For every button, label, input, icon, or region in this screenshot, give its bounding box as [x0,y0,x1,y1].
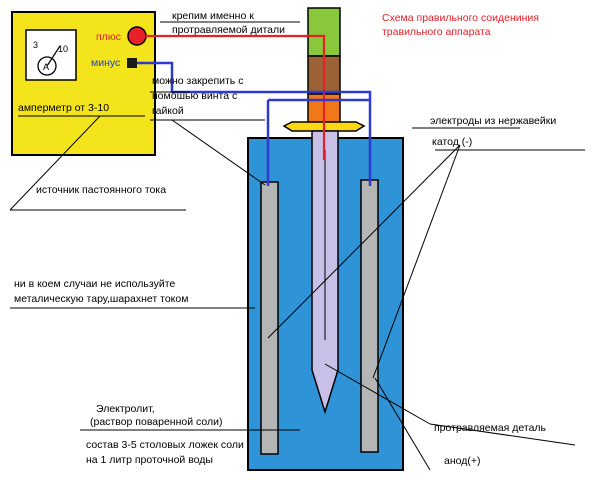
attach-part-label-2: протравляемой дитали [172,24,285,36]
attach-screw-label-1: можно закрепить с [152,75,243,87]
plus-terminal [127,26,147,46]
electrolyte-label-2: (раствор поваренной соли) [90,416,222,428]
electrode-right [360,179,379,453]
workpiece-label: протравляемая деталь [434,422,547,434]
attach-screw-label-3: гайкой [152,105,184,117]
attach-screw-label-2: помошью винта с [152,90,237,102]
cathode-label: катод (-) [432,136,472,148]
warning-label-2: металическую тару,шарахнет током [14,293,188,305]
minus-label: минус [91,57,120,69]
attach-part-label-1: крепим именно к [172,10,254,22]
composition-label-2: на 1 литр проточной воды [86,454,213,466]
electrolyte-label-1: Электролит, [96,403,155,415]
power-source: 3 10 A плюс минус амперметр от 3-10 [11,11,156,156]
electrodes-label: электроды из нержавейки [430,115,556,127]
anode-label: анод(+) [444,455,481,467]
ammeter-label: амперметр от 3-10 [18,102,109,114]
plus-label: плюс [96,31,121,43]
pointer-lines [9,21,585,471]
warning-label-1: ни в коем случаи не используйте [14,278,175,290]
power-source-label: источник пастоянного тока [36,184,166,196]
ammeter-dial-low: 3 [33,40,38,50]
composition-label-1: состав 3-5 столовых ложек соли [86,439,244,451]
minus-terminal [127,58,137,68]
ammeter-needle [46,45,61,67]
ammeter-symbol: A [43,62,49,72]
ammeter-dial-high: 10 [58,44,68,54]
diagram-title-line1: Схема правильного соидениния [382,12,539,24]
electrode-left [260,181,279,455]
diagram-title-line2: травильного аппарата [382,26,491,38]
wire-plus [146,34,326,160]
